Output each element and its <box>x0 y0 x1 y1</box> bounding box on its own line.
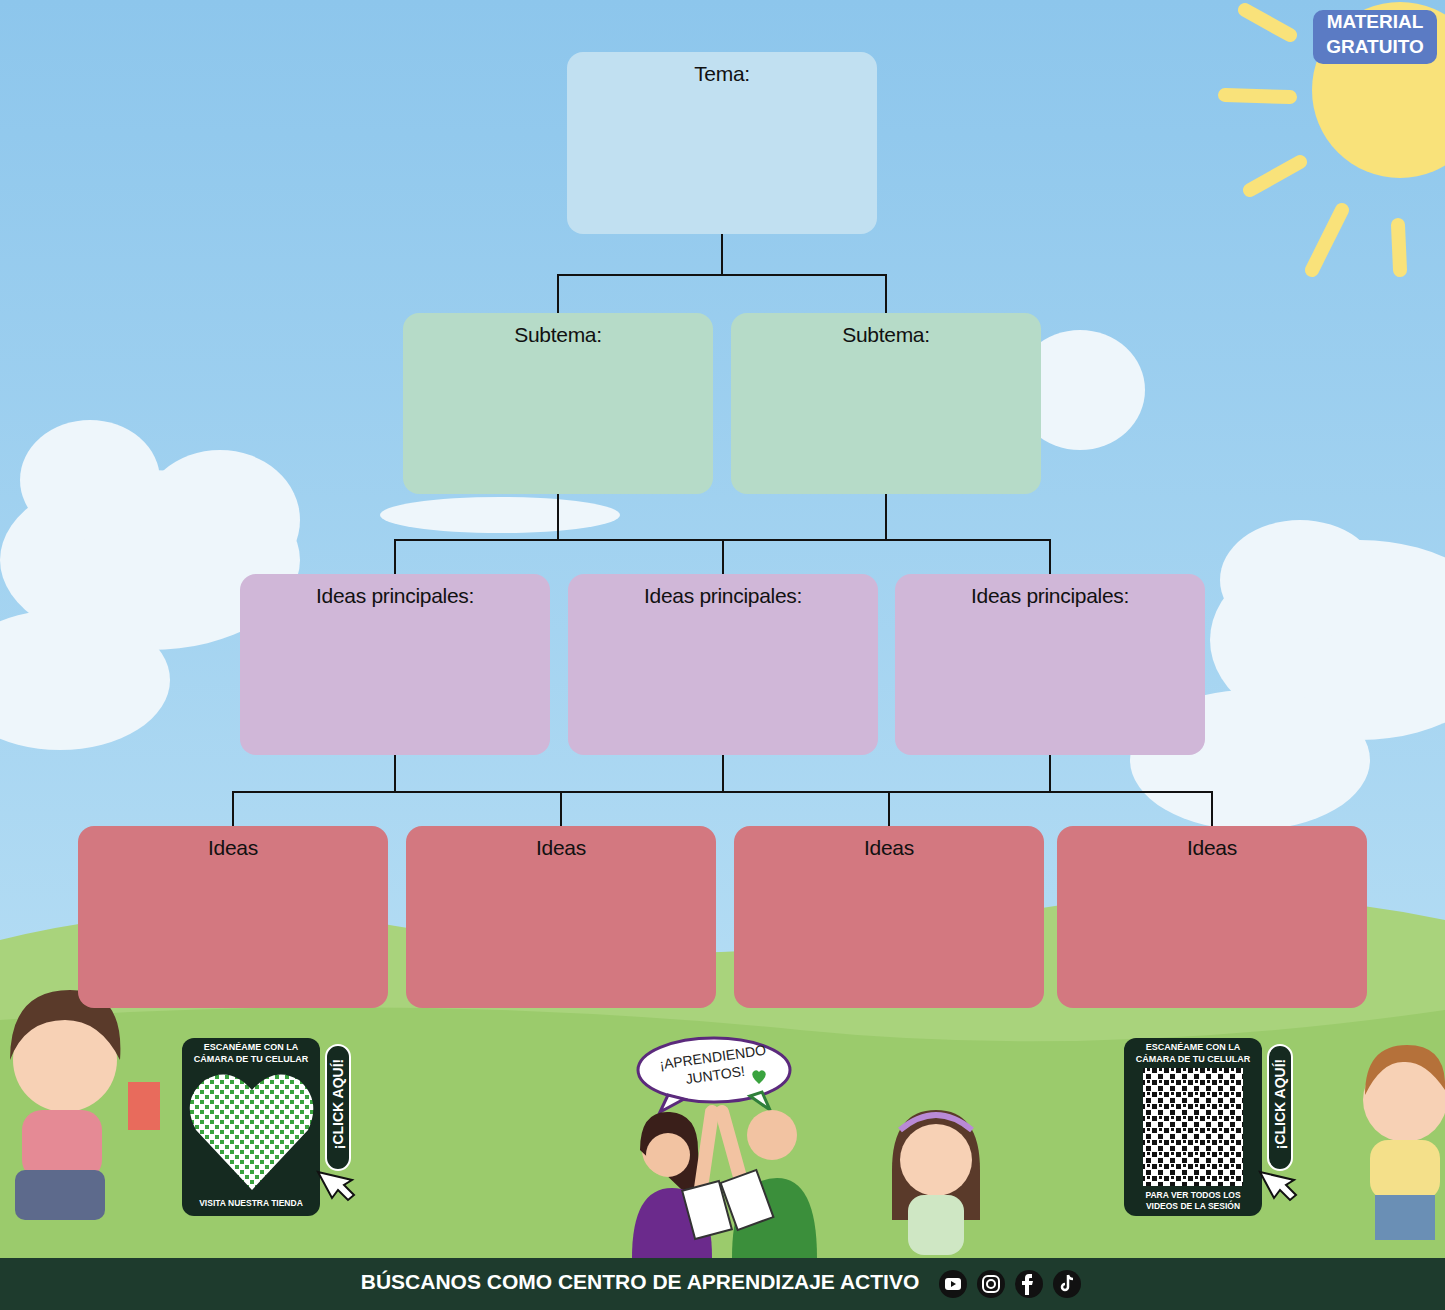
idea-box: Ideas <box>734 826 1044 1008</box>
tree-connector <box>233 755 1050 826</box>
subtopic-box: Subtema: <box>403 313 713 494</box>
main-idea-box: Ideas principales: <box>240 574 550 755</box>
main-idea-box: Ideas principales: <box>895 574 1205 755</box>
box-heading: Ideas principales: <box>252 584 538 608</box>
footer-text: BÚSCANOS COMO CENTRO DE APRENDIZAJE ACTI… <box>340 1270 940 1294</box>
tree-connector <box>723 755 889 826</box>
tree-connector <box>395 755 1212 826</box>
tree-connector <box>395 494 886 574</box>
tree-connector <box>561 755 1050 826</box>
box-heading: Ideas principales: <box>907 584 1193 608</box>
qr-card-text: VISITA NUESTRA TIENDA <box>186 1199 316 1209</box>
qr-card-text: PARA VER TODOS LOS VIDEOS DE LA SESIÓN <box>1140 1190 1246 1212</box>
tree-connector <box>561 755 723 826</box>
subtopic-box: Subtema: <box>731 313 1041 494</box>
qr-card-text: ESCANÉAME CON LA CÁMARA DE TU CELULAR <box>188 1042 314 1065</box>
box-heading: Subtema: <box>743 323 1029 347</box>
topic-box: Tema: <box>567 52 877 234</box>
tree-connector <box>395 494 558 574</box>
tree-connector <box>1050 755 1212 826</box>
tree-connector <box>558 234 722 313</box>
tree-connector <box>233 755 395 826</box>
main-idea-box: Ideas principales: <box>568 574 878 755</box>
tree-connector <box>395 755 889 826</box>
qr-card-text: ¡CLICK AQUÍ! <box>330 1044 346 1164</box>
tree-connector <box>558 494 1050 574</box>
tree-connector <box>233 755 723 826</box>
box-heading: Subtema: <box>415 323 701 347</box>
box-heading: Ideas <box>90 836 376 860</box>
badge-text: MATERIAL GRATUITO <box>1313 10 1437 59</box>
box-heading: Tema: <box>579 62 865 86</box>
tree-connector <box>395 755 561 826</box>
tree-connector <box>889 755 1050 826</box>
box-heading: Ideas <box>1069 836 1355 860</box>
box-heading: Ideas principales: <box>580 584 866 608</box>
tree-connector <box>886 494 1050 574</box>
qr-card-text: ¡CLICK AQUÍ! <box>1272 1044 1288 1164</box>
box-heading: Ideas <box>418 836 704 860</box>
tree-connector <box>558 494 723 574</box>
idea-box: Ideas <box>1057 826 1367 1008</box>
qr-card-text: ESCANÉAME CON LA CÁMARA DE TU CELULAR <box>1130 1042 1256 1065</box>
idea-box: Ideas <box>406 826 716 1008</box>
tree-connector <box>723 494 886 574</box>
tree-connector <box>723 755 1212 826</box>
tree-connector <box>722 234 886 313</box>
box-heading: Ideas <box>746 836 1032 860</box>
idea-box: Ideas <box>78 826 388 1008</box>
